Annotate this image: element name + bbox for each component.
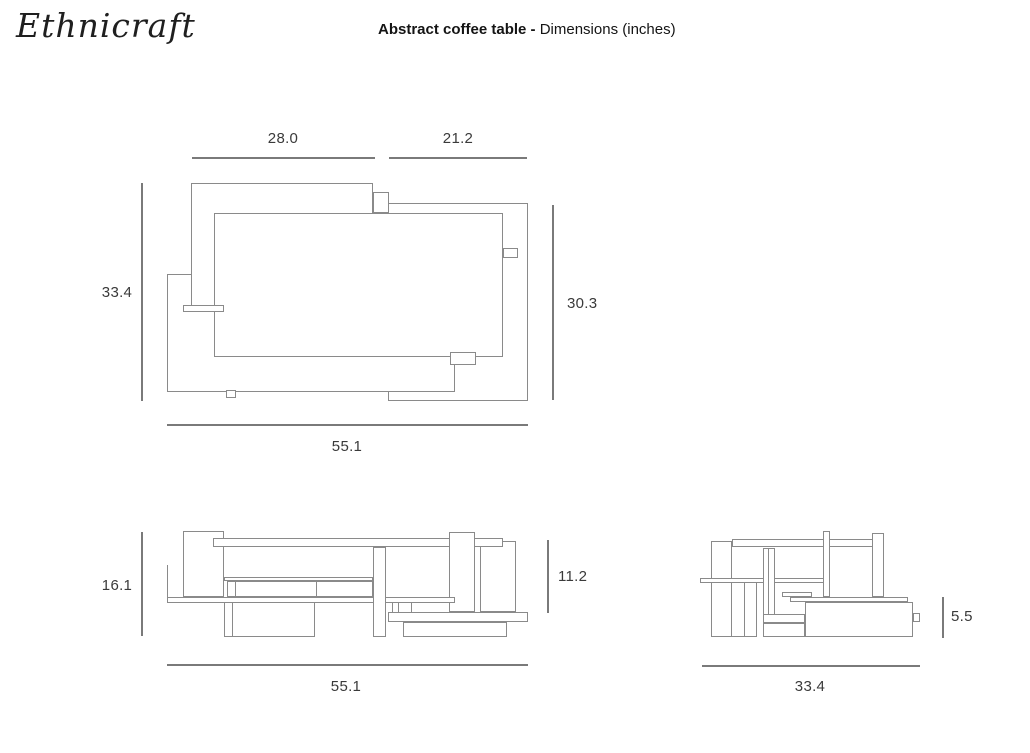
dim-label-front-left: 16.1 (101, 577, 133, 594)
dim-label-plan-top-left: 28.0 (267, 130, 299, 147)
front-right-panel (480, 541, 516, 612)
dim-line-side-right (942, 597, 944, 638)
ethnicraft-logo: Ethnicraft (16, 6, 196, 45)
title-subtext: Dimensions (inches) (535, 21, 676, 38)
side-plinth-tab (913, 613, 920, 622)
plan-right-tab (503, 248, 518, 258)
front-small-posts-divider (398, 602, 399, 613)
side-right-leg (872, 533, 884, 597)
dim-line-front-right (547, 540, 549, 613)
plan-top-tab (373, 192, 389, 213)
front-compartment-divider-left (235, 581, 236, 597)
side-step-slab (782, 592, 812, 597)
side-left-panel (711, 541, 732, 637)
front-center-leg (373, 547, 386, 637)
plan-leg-block (450, 352, 476, 365)
side-mid-columns (763, 548, 775, 615)
side-small-box (763, 614, 805, 623)
dim-label-plan-right: 30.3 (567, 295, 598, 312)
dim-line-front-bottom (167, 664, 528, 666)
page-title: Abstract coffee table - Dimensions (inch… (378, 21, 676, 38)
plan-bottom-tab (226, 390, 236, 398)
dim-label-plan-bottom: 55.1 (331, 438, 363, 455)
dim-label-side-bottom: 33.4 (794, 678, 826, 695)
side-mid-shelf (700, 578, 824, 583)
side-mid-columns-divider (768, 548, 769, 615)
front-mid-shelf (224, 577, 373, 581)
dim-label-front-right: 11.2 (558, 568, 588, 585)
front-back-leg-line (167, 565, 168, 597)
side-left-under-divider (744, 582, 745, 637)
front-right-under-box (403, 622, 507, 637)
dim-label-front-bottom: 55.1 (330, 678, 362, 695)
front-tabletop (213, 538, 503, 547)
dim-line-plan-top-left (192, 157, 375, 159)
dim-label-side-right: 5.5 (951, 608, 973, 625)
dim-line-side-bottom (702, 665, 920, 667)
dim-label-plan-left: 33.4 (101, 284, 133, 301)
dim-label-plan-top-right: 21.2 (442, 130, 474, 147)
dim-line-front-left (141, 532, 143, 636)
front-right-shelf (388, 612, 528, 622)
dim-line-plan-bottom (167, 424, 528, 426)
dim-line-plan-left (141, 183, 143, 401)
plan-tabletop (214, 213, 503, 357)
product-name: Abstract coffee table - (378, 21, 536, 38)
plan-left-tab (183, 305, 224, 312)
side-small-step (763, 623, 805, 637)
dim-line-plan-top-right (389, 157, 527, 159)
front-compartment-divider-right (316, 581, 317, 597)
side-plinth-box (805, 602, 913, 637)
side-right-shelf (790, 597, 908, 602)
front-under-box (232, 602, 315, 637)
front-compartment (227, 581, 373, 597)
side-tabletop (732, 539, 875, 547)
dim-line-plan-right (552, 205, 554, 400)
side-thin-post (823, 531, 830, 597)
